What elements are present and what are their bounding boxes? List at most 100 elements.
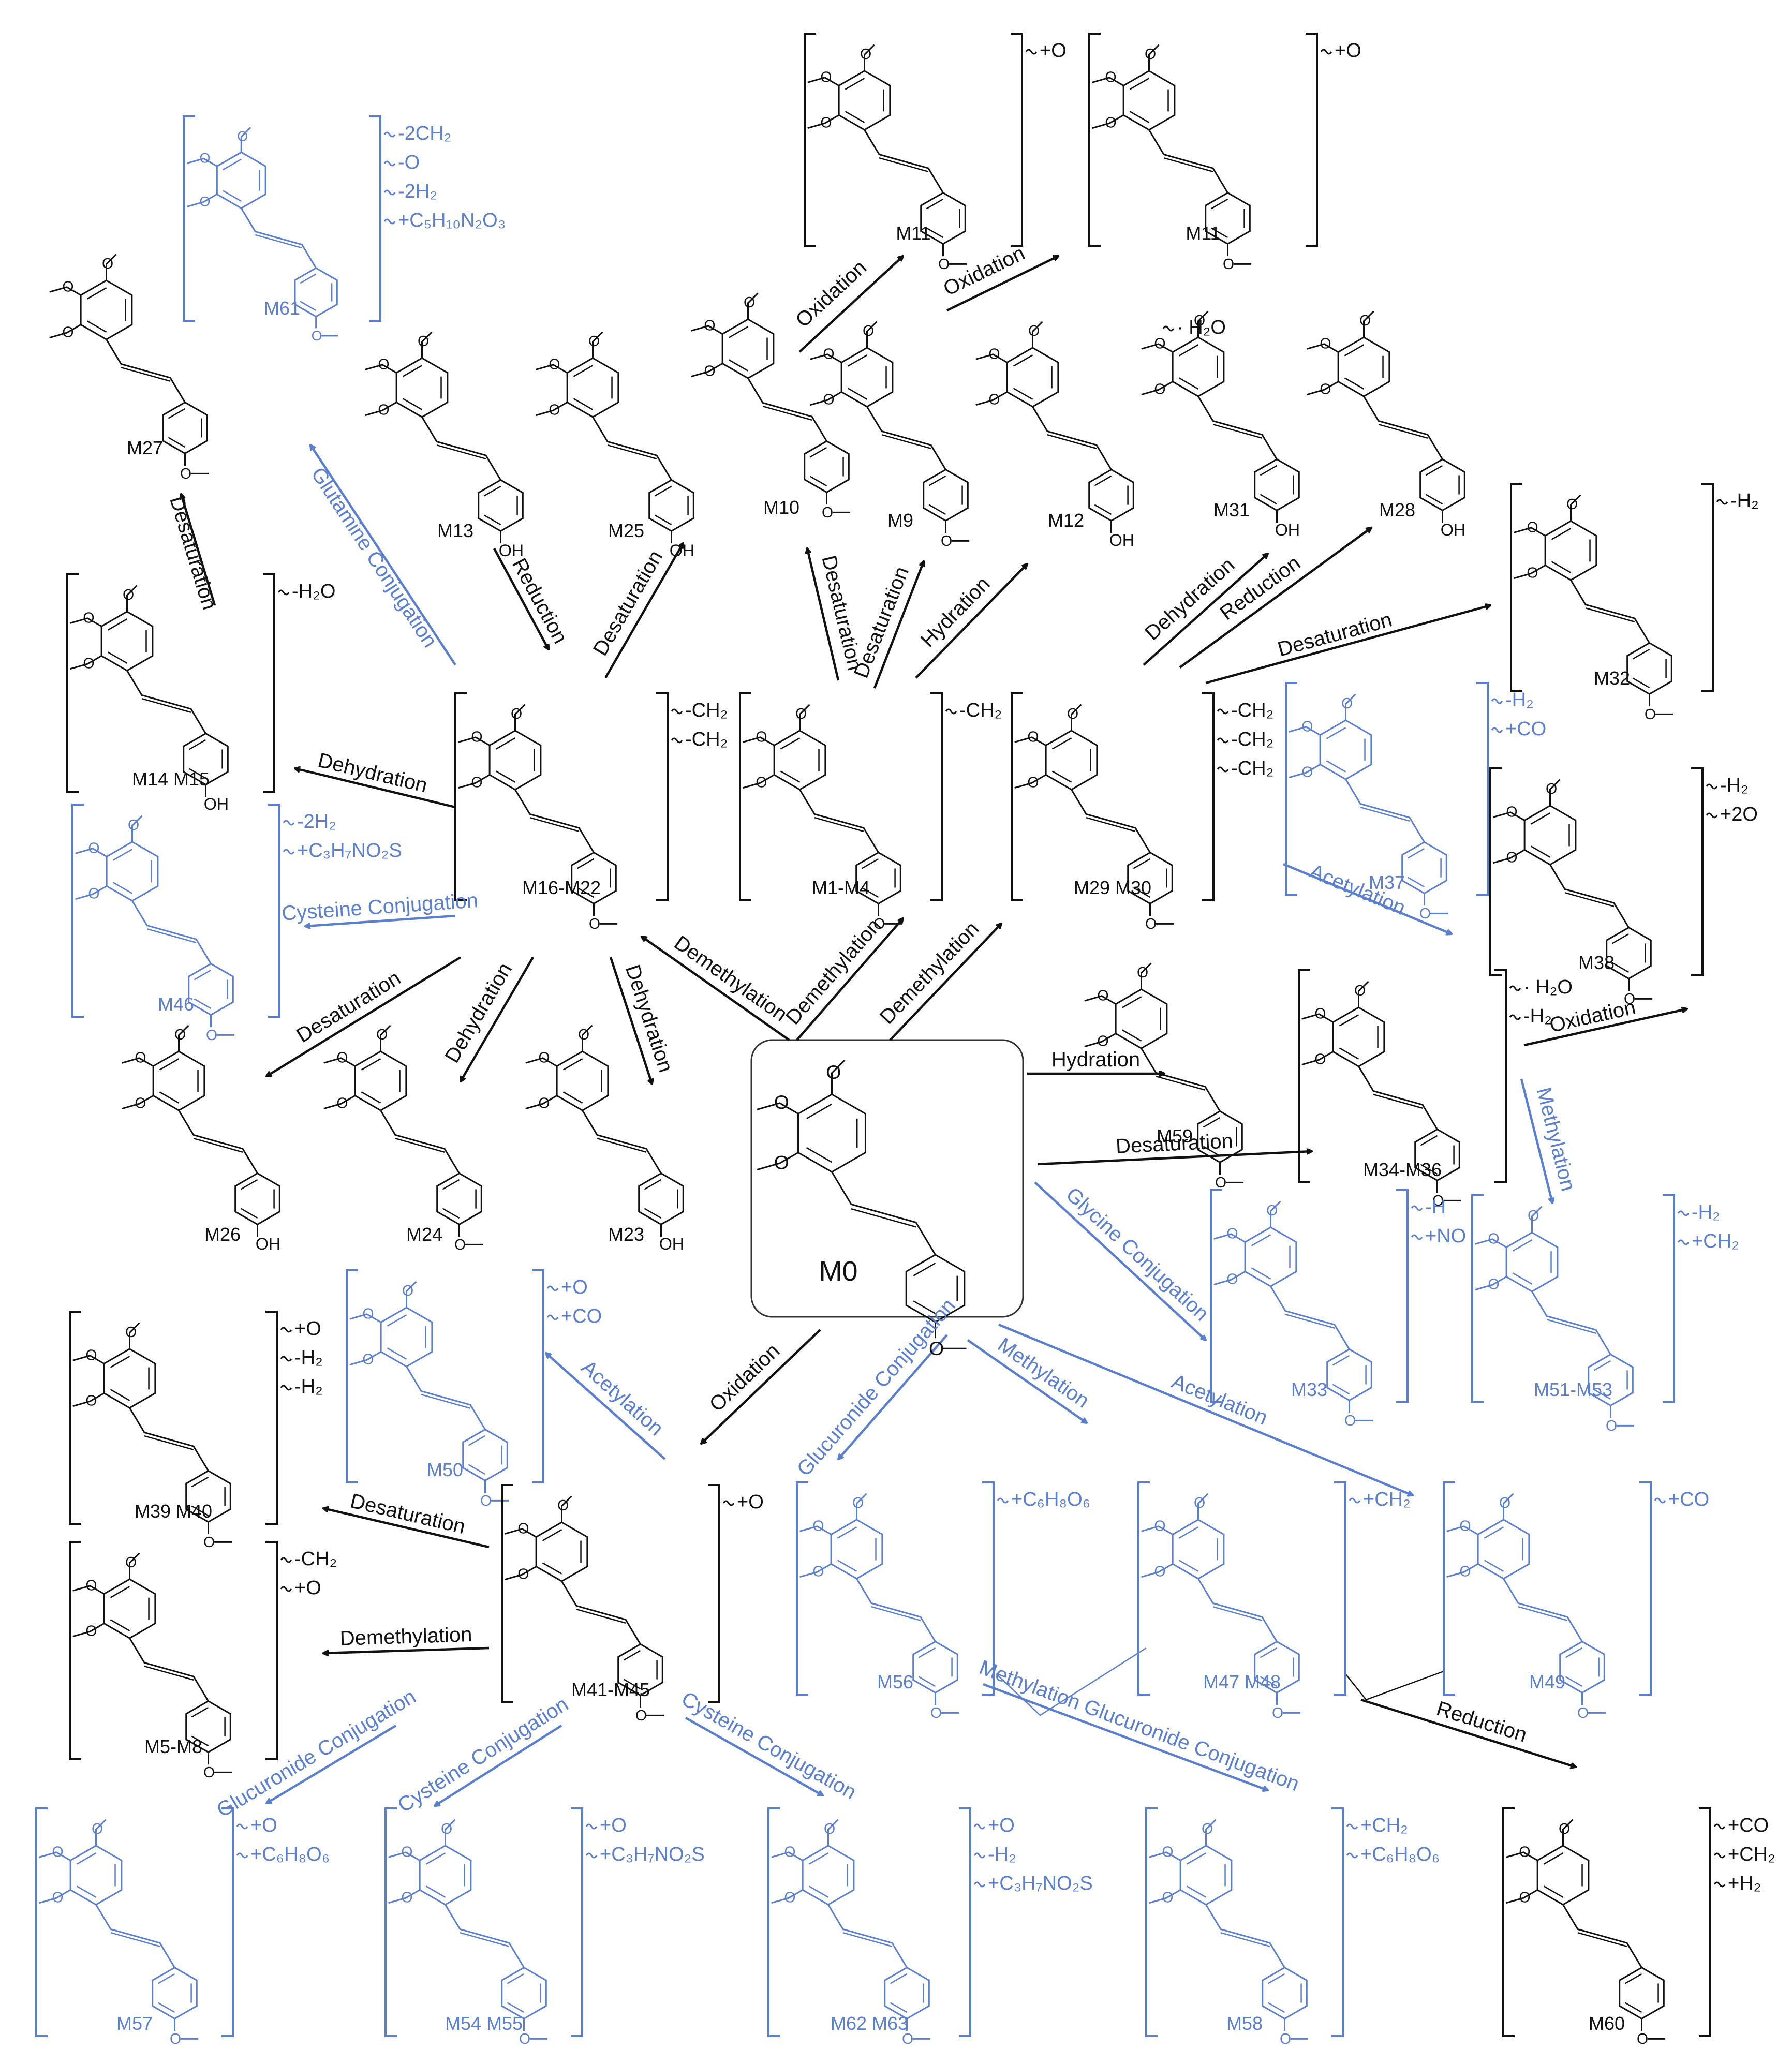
wavy-bond-icon xyxy=(280,1557,292,1563)
vinyl-bridge xyxy=(1549,864,1630,928)
methoxy-group xyxy=(1141,381,1173,396)
reaction-label: Desaturation xyxy=(1275,608,1394,661)
methoxy-group xyxy=(70,655,102,670)
reaction-label: Dehydration xyxy=(1141,553,1239,645)
oxygen-atom: O xyxy=(1624,991,1635,1007)
aromatic-bond xyxy=(845,78,865,90)
molecule-label: M58 xyxy=(1226,2013,1263,2034)
oxygen-atom: O xyxy=(1314,1005,1326,1022)
oxygen-atom: O xyxy=(1028,323,1040,339)
hub-label: M0 xyxy=(819,1256,857,1287)
aromatic-bond xyxy=(1121,1029,1142,1042)
aromatic-bond xyxy=(926,198,944,210)
methoxy-group xyxy=(1213,1271,1246,1286)
modification-label: -2CH₂ xyxy=(398,123,451,144)
modification-label: +O xyxy=(294,1577,321,1599)
methoxy-group xyxy=(799,704,810,731)
wavy-bond-icon xyxy=(1411,1205,1423,1211)
oxygen-atom: O xyxy=(203,1534,215,1551)
vinyl-bridge xyxy=(1345,779,1425,843)
aromatic-bond xyxy=(483,514,501,526)
methoxy-group xyxy=(975,353,1008,363)
bracket-left xyxy=(1011,692,1023,901)
oxygen-atom: O xyxy=(820,115,832,131)
wavy-bond-icon xyxy=(1217,766,1229,773)
reaction-label: Glucuronide Conjugation xyxy=(793,1294,960,1480)
aromatic-bond xyxy=(623,1650,641,1661)
modification-label: +H₂ xyxy=(1728,1873,1761,1894)
reaction-label: Hydration xyxy=(916,572,995,651)
wavy-bond-icon xyxy=(945,708,957,715)
double-bond xyxy=(395,1137,445,1153)
molecule-label: M16-M22 xyxy=(522,877,601,898)
aromatic-bond xyxy=(1210,227,1228,239)
connector-line xyxy=(996,1647,1147,1716)
methoxy-group xyxy=(757,1152,799,1171)
modification-label: -H₂ xyxy=(1720,775,1749,796)
modification-label: -H₂ xyxy=(294,1376,323,1398)
modification-label: -CH₂ xyxy=(1231,729,1273,750)
aromatic-bond xyxy=(913,1300,936,1314)
vinyl-bridge xyxy=(1197,396,1278,460)
oxygen-atom: O xyxy=(1320,335,1331,352)
oxygen-atom: O xyxy=(1559,1821,1570,1837)
methoxy-group xyxy=(388,1889,420,1904)
modification-label: -CH₂ xyxy=(685,729,728,750)
reaction-arrow xyxy=(546,1353,666,1460)
aromatic-bond xyxy=(806,1103,833,1119)
vinyl-bridge xyxy=(1363,396,1443,460)
reaction-label: Dehydration xyxy=(316,749,430,797)
oxygen-atom: O xyxy=(1566,496,1578,513)
oxygen-atom: O xyxy=(125,1554,137,1571)
aromatic-bond xyxy=(1344,377,1365,390)
molecule-label: M32 xyxy=(1594,667,1630,689)
double-bond xyxy=(814,816,864,832)
reaction-label: Reduction xyxy=(1434,1697,1530,1747)
vinyl-bridge xyxy=(1270,1286,1350,1350)
oxygen-atom: O xyxy=(756,775,767,791)
bracket-left xyxy=(767,1807,780,2037)
reaction-arrow xyxy=(1205,605,1490,685)
methoxy-group xyxy=(975,391,1008,406)
benzene-ring-b xyxy=(1559,1640,1605,1694)
oxygen-atom: O xyxy=(52,1890,63,1906)
aromatic-bond xyxy=(890,2002,908,2013)
aromatic-bond xyxy=(240,1179,258,1190)
molecule-label: M24 xyxy=(406,1224,442,1245)
benzene-ring-b xyxy=(884,1966,930,2020)
oxygen-atom: O xyxy=(1506,804,1517,820)
bracket-left xyxy=(796,1481,808,1696)
aromatic-bond xyxy=(1611,962,1630,973)
methoxy-group xyxy=(388,1851,420,1861)
wavy-bond-icon xyxy=(280,1356,292,1362)
bracket-left xyxy=(35,1807,48,2037)
methoxy-group xyxy=(129,1552,140,1579)
methoxy-group xyxy=(1493,811,1525,821)
wavy-bond-icon xyxy=(997,1497,1009,1504)
wavy-bond-icon xyxy=(1509,1014,1521,1020)
aromatic-bond xyxy=(1593,1360,1611,1371)
aromatic-bond xyxy=(483,485,501,497)
methoxy-group xyxy=(582,1024,593,1051)
oxygen-atom: O xyxy=(589,916,600,932)
methoxy-group xyxy=(1493,849,1525,864)
vinyl-bridge xyxy=(1141,1048,1221,1112)
wavy-bond-icon xyxy=(1706,812,1718,819)
oxygen-atom: O xyxy=(85,1623,97,1640)
modification-label: +O xyxy=(737,1491,764,1513)
double-bond xyxy=(879,157,929,172)
aromatic-bond xyxy=(809,476,827,487)
oxygen-atom: O xyxy=(704,363,715,380)
aromatic-bond xyxy=(1543,1852,1564,1865)
wavy-bond-icon xyxy=(1217,708,1229,715)
reaction-label: Methylation xyxy=(1532,1085,1580,1193)
modification-label: +O xyxy=(250,1815,277,1836)
molecule-label: M38 xyxy=(1578,952,1615,973)
benzene-ring-a xyxy=(103,1348,156,1409)
methoxy-group xyxy=(1446,1525,1478,1535)
oxygen-atom: O xyxy=(199,193,210,209)
